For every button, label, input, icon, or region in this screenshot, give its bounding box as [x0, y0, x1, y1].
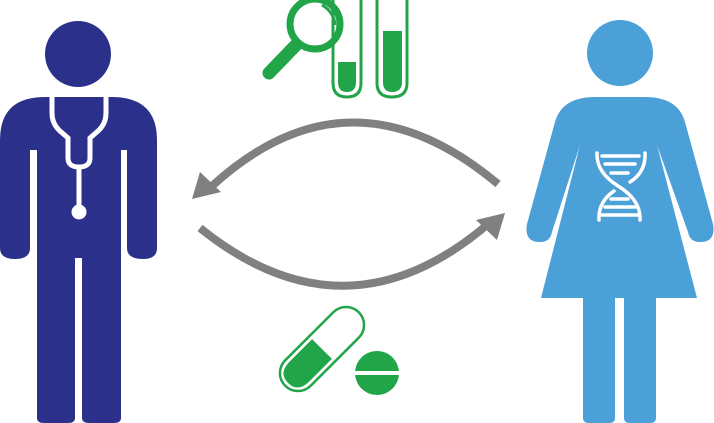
- arrow-to-doctor: [192, 118, 501, 199]
- stethoscope-icon: [49, 94, 109, 220]
- doctor-figure: [0, 21, 157, 423]
- patient-head: [587, 20, 653, 86]
- test-tube-icon: [375, 0, 409, 99]
- magnifier-icon: [262, 0, 344, 80]
- test-tube-icon: [331, 0, 363, 99]
- doctor-body: [0, 97, 157, 423]
- tablet-icon: [354, 351, 400, 395]
- dna-icon: [595, 151, 647, 222]
- capsule-icon: [278, 305, 366, 393]
- doctor-head: [45, 21, 111, 87]
- arrow-to-patient: [197, 213, 505, 290]
- patient-figure: [526, 20, 714, 423]
- patient-body: [526, 97, 714, 423]
